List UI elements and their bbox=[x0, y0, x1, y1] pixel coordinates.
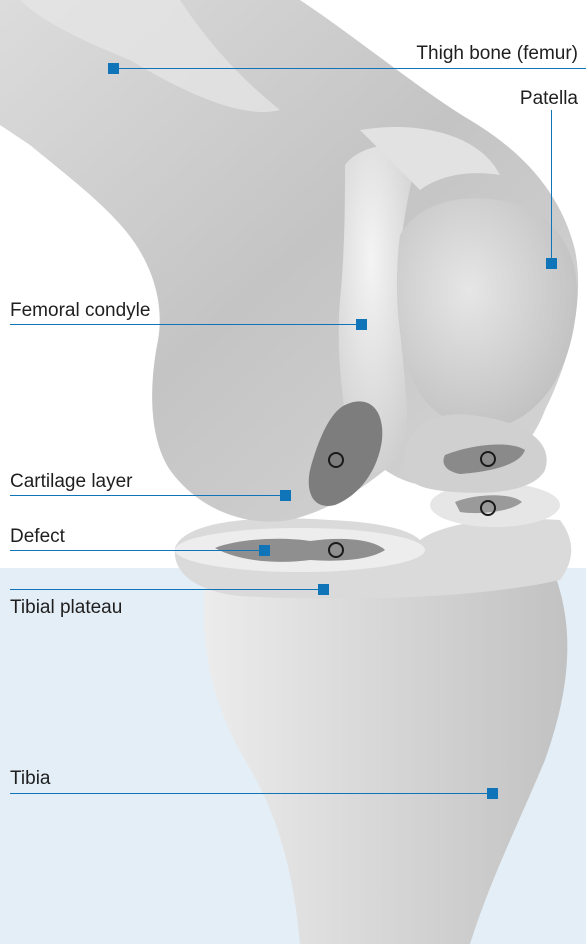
femoral-condyle-leader-line bbox=[10, 324, 362, 325]
tibial-defect-circle-icon-left bbox=[328, 542, 344, 558]
cartilage-layer-marker-icon bbox=[280, 490, 291, 501]
label-cartilage-layer: Cartilage layer bbox=[10, 471, 133, 493]
tibial-defect-circle-icon-right bbox=[480, 500, 496, 516]
defect-leader-line bbox=[10, 550, 265, 551]
label-tibial-plateau: Tibial plateau bbox=[10, 597, 122, 619]
label-femoral-condyle: Femoral condyle bbox=[10, 300, 150, 322]
tibial-plateau-leader-line bbox=[10, 589, 324, 590]
label-defect: Defect bbox=[10, 526, 65, 548]
tibia-shape bbox=[204, 575, 568, 944]
label-patella: Patella bbox=[520, 88, 578, 110]
femoral-condyle-marker-icon bbox=[356, 319, 367, 330]
tibia-marker-icon bbox=[487, 788, 498, 799]
label-tibia: Tibia bbox=[10, 768, 50, 790]
patella-leader-line bbox=[551, 110, 552, 264]
tibia-leader-line bbox=[10, 793, 493, 794]
patella-marker-icon bbox=[546, 258, 557, 269]
lateral-defect-circle-icon bbox=[480, 451, 496, 467]
tibial-plateau-marker-icon bbox=[318, 584, 329, 595]
femur-marker-icon bbox=[108, 63, 119, 74]
defect-marker-icon bbox=[259, 545, 270, 556]
femur-leader-line bbox=[114, 68, 586, 69]
condyle-defect-circle-icon bbox=[328, 452, 344, 468]
cartilage-layer-leader-line bbox=[10, 495, 286, 496]
label-femur: Thigh bone (femur) bbox=[416, 43, 578, 65]
